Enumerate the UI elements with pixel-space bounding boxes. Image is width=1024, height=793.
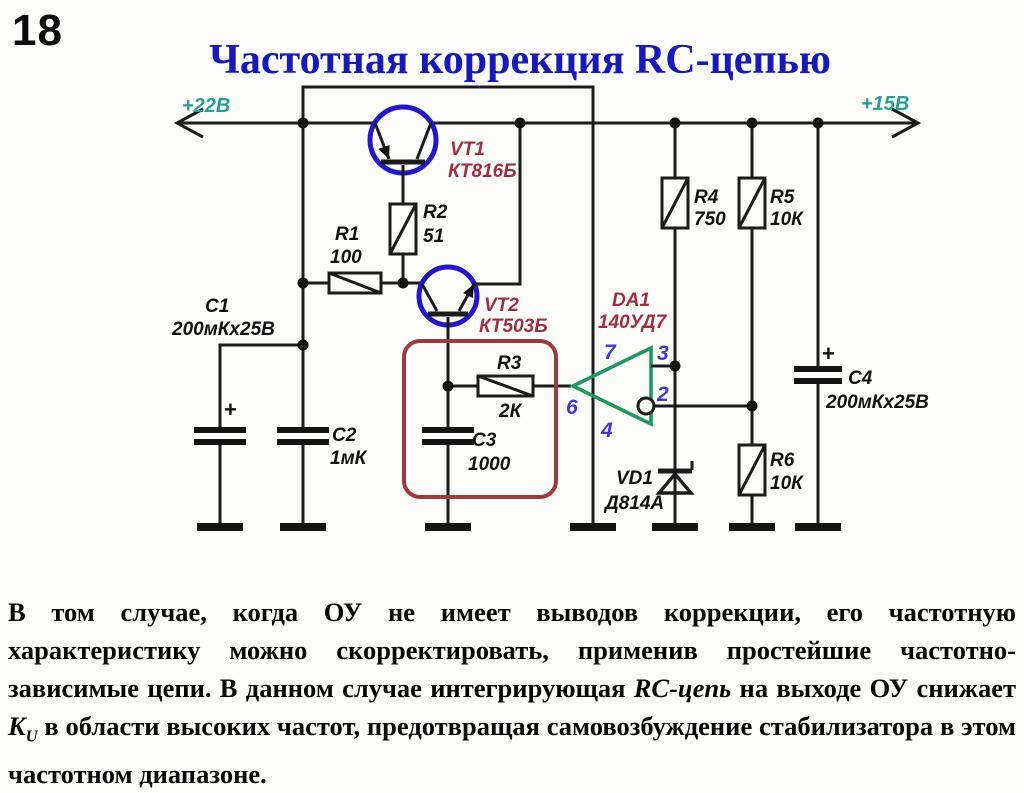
label-pin7: 7 — [604, 341, 617, 364]
capacitor-c4 — [794, 123, 842, 523]
label-c1-val: 200мКх25В — [171, 319, 275, 340]
label-c2-val: 1мК — [330, 448, 368, 469]
page-title: Частотная коррекция RC-цепью — [209, 37, 831, 84]
label-r1-name: R1 — [335, 224, 359, 245]
label-pin6: 6 — [566, 396, 578, 419]
arrow-right-icon — [891, 107, 922, 139]
opamp-da1 — [568, 345, 752, 427]
label-vt1-name: VT1 — [450, 139, 485, 160]
label-r1-val: 100 — [330, 247, 362, 268]
transistor-vt2 — [416, 123, 522, 386]
slide-number: 18 — [12, 6, 63, 55]
label-vt1-type: КТ816Б — [448, 161, 517, 182]
label-vd1-name: VD1 — [616, 468, 653, 489]
label-voltage-right: +15В — [861, 93, 909, 115]
label-c4-val: 200мКх25В — [825, 392, 929, 413]
label-pin3: 3 — [657, 342, 669, 365]
label-r2-name: R2 — [423, 202, 448, 223]
transistor-vt1 — [367, 104, 439, 204]
highlight-box — [402, 339, 558, 499]
junction-dots — [297, 117, 824, 412]
bypass-wire — [301, 85, 595, 523]
description-paragraph: В том случае, когда ОУ не имеет выводов … — [8, 593, 1016, 793]
ground-symbols — [197, 523, 841, 531]
label-r6-val: 10К — [770, 473, 804, 494]
label-c1-name: C1 — [205, 296, 229, 317]
label-c1-polarity: + — [224, 397, 237, 422]
paragraph-rc-term: RC-цепь — [633, 672, 732, 703]
label-r2-val: 51 — [423, 226, 444, 247]
slide: { "slide": { "number": "18", "title": "Ч… — [8, 6, 1016, 789]
label-vt2-name: VT2 — [484, 295, 519, 316]
label-c3-name: C3 — [472, 430, 497, 451]
label-r4-name: R4 — [694, 187, 719, 208]
gain-symbol: K — [8, 710, 26, 741]
vt1-emitter-arrow-icon — [378, 145, 390, 159]
resistor-r2 — [388, 202, 418, 283]
paragraph-part3: в области высоких частот, предотвращая с… — [8, 710, 1016, 789]
label-r6-name: R6 — [770, 450, 795, 471]
label-voltage-left: +22В — [182, 95, 230, 117]
label-vd1-type: Д814А — [603, 493, 664, 514]
paragraph-part2: на выходе ОУ снижает — [731, 672, 1016, 703]
input-branch — [218, 123, 305, 523]
reference-branch — [655, 123, 695, 523]
vt2-emitter-arrow-icon — [463, 284, 474, 299]
gain-symbol-subscript: U — [25, 725, 38, 745]
label-da1-type: 140УД7 — [598, 312, 668, 333]
inverting-input-bubble — [636, 396, 656, 416]
label-c3-val: 1000 — [468, 454, 511, 475]
label-c2-name: C2 — [332, 425, 357, 446]
supply-rail — [173, 85, 922, 523]
label-da1-name: DA1 — [612, 290, 650, 311]
divider-branch — [737, 123, 767, 523]
zener-vd1 — [655, 461, 695, 495]
capacitor-c3 — [422, 427, 474, 433]
label-pin2: 2 — [656, 383, 669, 406]
label-c4-polarity: + — [822, 341, 835, 366]
label-c4-name: C4 — [848, 368, 873, 389]
label-r3-val: 2К — [498, 401, 523, 422]
label-r5-val: 10К — [770, 209, 804, 230]
label-r3-name: R3 — [497, 353, 522, 374]
paragraph-part1: В том случае, когда ОУ не имеет выводов … — [8, 596, 1016, 703]
label-r5-name: R5 — [770, 187, 795, 208]
capacitor-c2 — [277, 427, 329, 445]
arrow-left-icon — [173, 107, 204, 139]
label-r4-val: 750 — [694, 209, 726, 230]
capacitor-c1 — [194, 427, 246, 445]
circuit-schematic: +22В +15В VT1 КТ816Б VT2 КТ503Б DA1 140У… — [171, 85, 929, 531]
label-pin4: 4 — [600, 419, 613, 442]
rc-network — [402, 339, 571, 523]
label-vt2-type: КТ503Б — [479, 316, 548, 337]
